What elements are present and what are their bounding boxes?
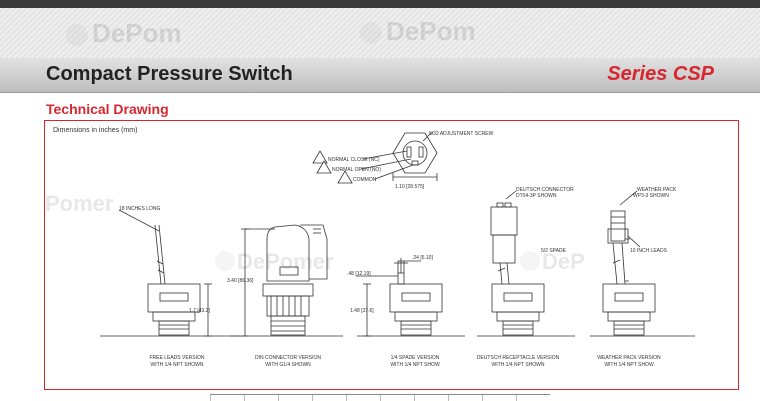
section-title: Technical Drawing — [46, 101, 169, 117]
version-label-din: DIN CONNECTOR VERSION — [255, 355, 321, 361]
version-label-deutsch: DEUTSCH RECEPTACLE VERSION — [477, 355, 560, 361]
terminal-common-label: COMMON — [353, 177, 377, 183]
terminal-no-label: NORMAL OPEN (NO) — [332, 167, 381, 173]
dimension-note: Dimensions in inches (mm) — [53, 127, 137, 134]
technical-drawing-frame: Pomer DePomer DeP Dimensions in inches (… — [25, 120, 739, 390]
watermark-text: DePomer — [237, 249, 334, 274]
version-sub-din: WITH G1/4 SHOWN — [265, 362, 311, 368]
deutsch-connector-label: DEUTSCH CONNECTOR — [516, 187, 574, 193]
watermark-text: DeP — [542, 249, 585, 274]
spade-top-label: 5/2 SPADE — [541, 248, 567, 254]
version-sub-free-leads: WITH 1/4 NPT SHOWN — [151, 362, 204, 368]
spade-height-dim: 1.48 [37.6] — [350, 308, 374, 314]
weather-pack-label: WEATHER PACK — [637, 187, 677, 193]
screw-label: 5/32 ADJUSTMENT SCREW — [429, 131, 494, 137]
ten-inch-leads-label: 10 INCH LEADS — [630, 248, 668, 254]
technical-drawing: Pomer DePomer DeP Dimensions in inches (… — [25, 127, 695, 368]
version-sub-weather-pack: WITH 1/4 NPT SHOW — [604, 362, 654, 368]
version-sub-spade: WITH 1/4 NPT SHOW — [390, 362, 440, 368]
page-title: Compact Pressure Switch — [46, 63, 293, 85]
top-bar — [0, 0, 760, 8]
version-sub-deutsch: WITH 1/4 NPT SHOWN — [492, 362, 545, 368]
watermark-logo: DePom — [360, 16, 476, 47]
spade-offset-dim: .48 [12.19] — [347, 271, 371, 277]
lead-length-label: 18 INCHES LONG — [119, 206, 161, 212]
watermark-disc-icon — [360, 22, 382, 45]
version-label-spade: 1/4 SPADE VERSION — [391, 355, 440, 361]
hex-dimension: 1.10 [28.575] — [395, 184, 425, 190]
weather-pack-sub: WP3-3 SHOWN — [633, 193, 669, 199]
version-label-weather-pack: WEATHER PACK VERSION — [597, 355, 661, 361]
deutsch-connector-sub: DT04-3P SHOWN — [516, 193, 557, 199]
spade-width-dim: .24 [6.10] — [412, 255, 433, 261]
footer-table-edge — [210, 394, 550, 401]
din-height-dim: 3.40 [86.36] — [227, 278, 254, 284]
watermark-text: Pomer — [45, 191, 114, 216]
body-height-dim: 1.7 [43.2] — [189, 308, 210, 314]
watermark-disc-icon — [66, 24, 88, 47]
terminal-nc-label: NORMAL CLOSE (NC) — [328, 157, 380, 163]
header-bar — [0, 58, 760, 93]
top-band — [0, 8, 760, 58]
series-label: Series CSP — [607, 63, 714, 85]
watermark-logo: DePom — [66, 18, 182, 49]
version-label-free-leads: FREE LEADS VERSION — [149, 355, 204, 361]
